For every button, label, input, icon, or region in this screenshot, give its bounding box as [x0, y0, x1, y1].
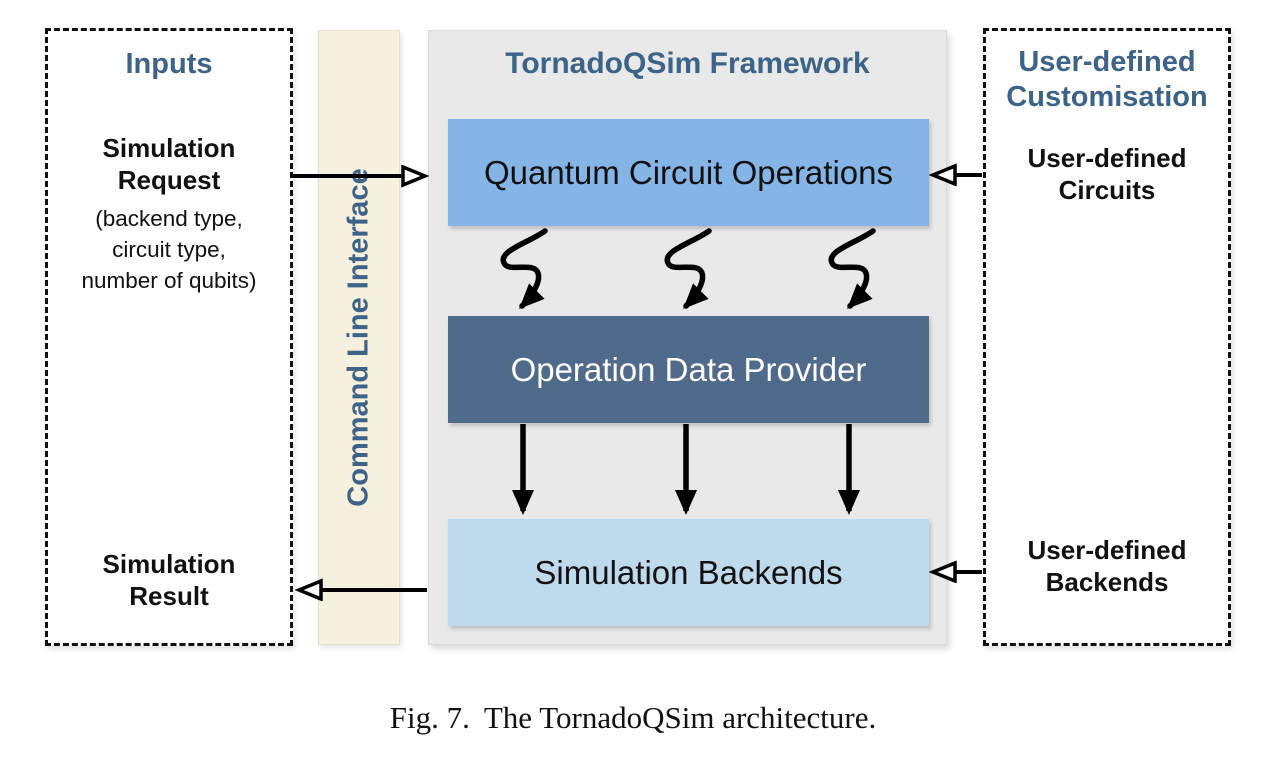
framework-panel: TornadoQSim Framework Quantum Circuit Op…	[428, 30, 947, 645]
request-detail-line: (backend type,	[95, 206, 243, 231]
figure-caption-text: The TornadoQSim architecture.	[483, 700, 877, 735]
cli-label: Command Line Interface	[342, 168, 375, 507]
cli-bar: Command Line Interface	[318, 30, 400, 645]
simulation-result-label: Simulation Result	[102, 549, 236, 611]
layer-simulation-backends: Simulation Backends	[448, 519, 929, 626]
simulation-request-details: (backend type, circuit type, number of q…	[48, 203, 290, 296]
request-detail-line: circuit type,	[112, 237, 226, 263]
layer-operation-data-provider: Operation Data Provider	[448, 316, 929, 423]
customisation-panel: User-defined Customisation User-defined …	[983, 28, 1231, 646]
framework-title: TornadoQSim Framework	[505, 47, 870, 80]
customisation-title: User-defined Customisation	[1006, 46, 1208, 113]
request-detail-line: number of qubits)	[81, 268, 257, 294]
inputs-panel: Inputs Simulation Request (backend type,…	[45, 28, 293, 646]
inputs-title: Inputs	[125, 48, 213, 80]
figure-caption: Fig. 7. The TornadoQSim architecture.	[0, 700, 1266, 736]
figure-number: Fig. 7.	[389, 700, 470, 735]
user-defined-circuits-label: User-defined Circuits	[1027, 143, 1187, 205]
layer-quantum-circuit-operations: Quantum Circuit Operations	[448, 119, 929, 226]
user-defined-backends-label: User-defined Backends	[1027, 535, 1187, 597]
simulation-request-label: Simulation Request	[102, 133, 236, 195]
